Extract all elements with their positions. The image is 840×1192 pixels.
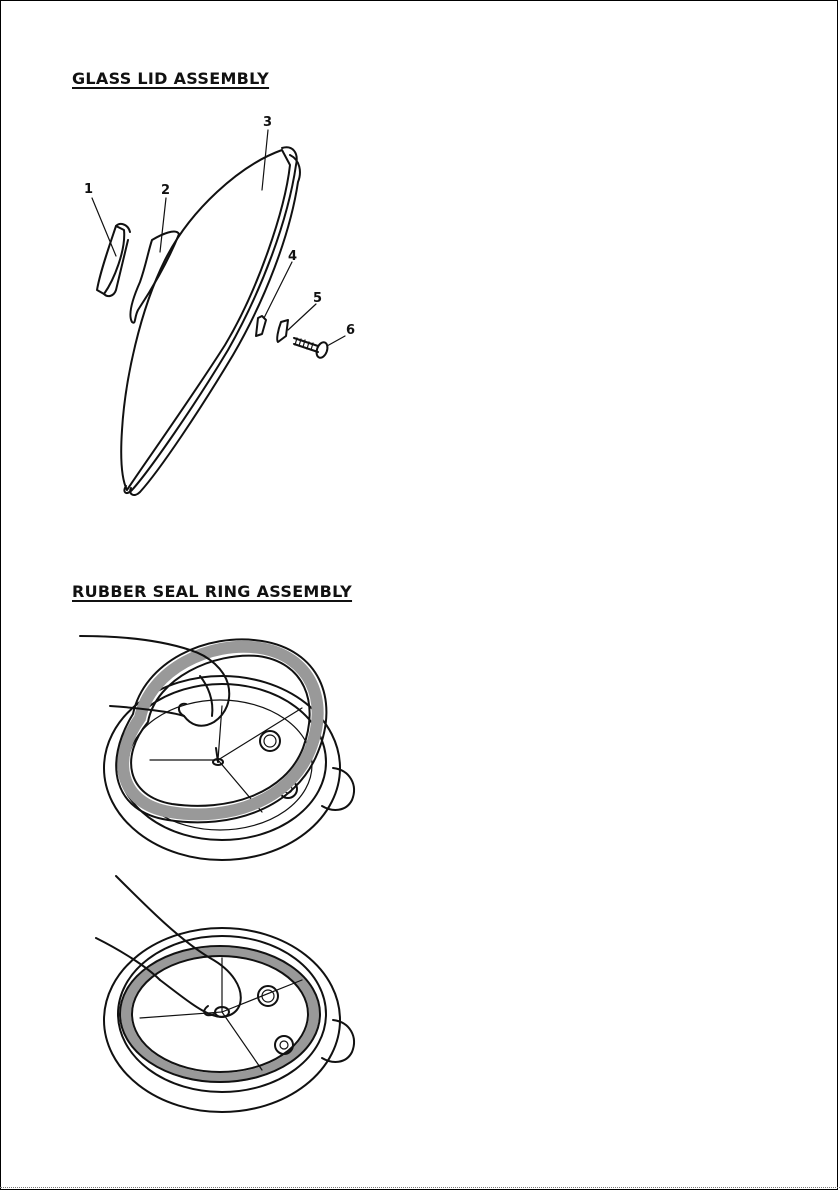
lid-underside-2 [104,928,354,1112]
bottom-rule [0,1187,840,1191]
